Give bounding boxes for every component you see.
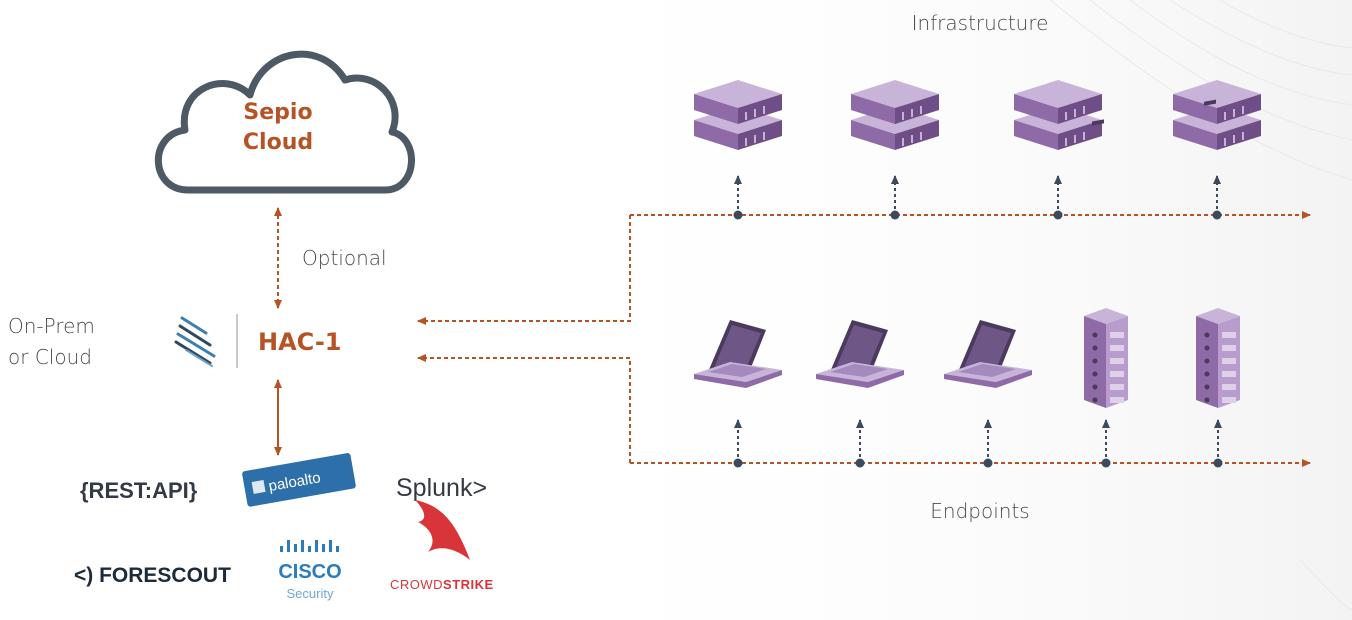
rack-server-icon [1196, 99, 1240, 408]
sepio-stripes-icon [174, 316, 216, 367]
endpoint-tap [983, 419, 993, 468]
cisco-sub-text: Security [287, 586, 334, 601]
cloud-label-line1: Sepio [243, 100, 312, 125]
laptop-icon [944, 320, 1032, 388]
endpoint-tap [1101, 419, 1111, 468]
rack-server-icon [1084, 119, 1128, 408]
laptop-icon [816, 320, 904, 388]
server-stack-icon [694, 80, 782, 150]
infrastructure-devices [694, 80, 1261, 220]
endpoint-tap [855, 419, 865, 468]
infrastructure-label: Infrastructure [912, 11, 1049, 35]
endpoints-return-path [417, 354, 631, 463]
sepio-cloud: Sepio Cloud [154, 50, 415, 194]
falcon-icon [415, 500, 470, 560]
deployment-label-line2: or Cloud [8, 345, 92, 369]
splunk-logo: Splunk> [396, 474, 487, 502]
server-stack-icon [1014, 80, 1102, 150]
infrastructure-return-path [417, 215, 631, 325]
endpoint-tap [1213, 419, 1223, 468]
optional-label: Optional [302, 246, 387, 270]
crowdstrike-text-b: STRIKE [443, 577, 494, 592]
paloalto-logo: paloalto [242, 453, 356, 507]
server-stack-icon [1173, 80, 1261, 150]
deployment-label-line1: On-Prem [8, 314, 95, 338]
infrastructure-tap [1212, 175, 1222, 220]
cisco-logo: CISCO Security [278, 540, 342, 601]
infrastructure-tap [733, 175, 743, 220]
svg-text:CROWDSTRIKE: CROWDSTRIKE [390, 577, 494, 592]
cisco-bars-icon [280, 540, 339, 552]
server-stack-icon [851, 80, 939, 150]
crowdstrike-text-a: CROWD [390, 577, 443, 592]
paloalto-icon [251, 479, 266, 494]
forescout-logo: <) FORESCOUT [74, 564, 231, 587]
infrastructure-tap [1053, 175, 1063, 220]
endpoints-label: Endpoints [930, 499, 1029, 523]
hac1-logo: HAC-1 [174, 314, 341, 368]
endpoint-tap [733, 419, 743, 468]
endpoint-devices [694, 99, 1240, 468]
laptop-icon [694, 320, 782, 388]
cisco-text: CISCO [278, 561, 341, 583]
rest-api-logo: {REST:API} [80, 478, 198, 503]
cloud-label-line2: Cloud [243, 130, 313, 155]
connection-paths [417, 211, 1311, 467]
crowdstrike-logo: CROWDSTRIKE [390, 500, 494, 592]
hac1-label: HAC-1 [258, 328, 341, 356]
infrastructure-tap [890, 175, 900, 220]
integration-logos: {REST:API} paloalto Splunk> <) FORESCOUT… [74, 453, 494, 601]
